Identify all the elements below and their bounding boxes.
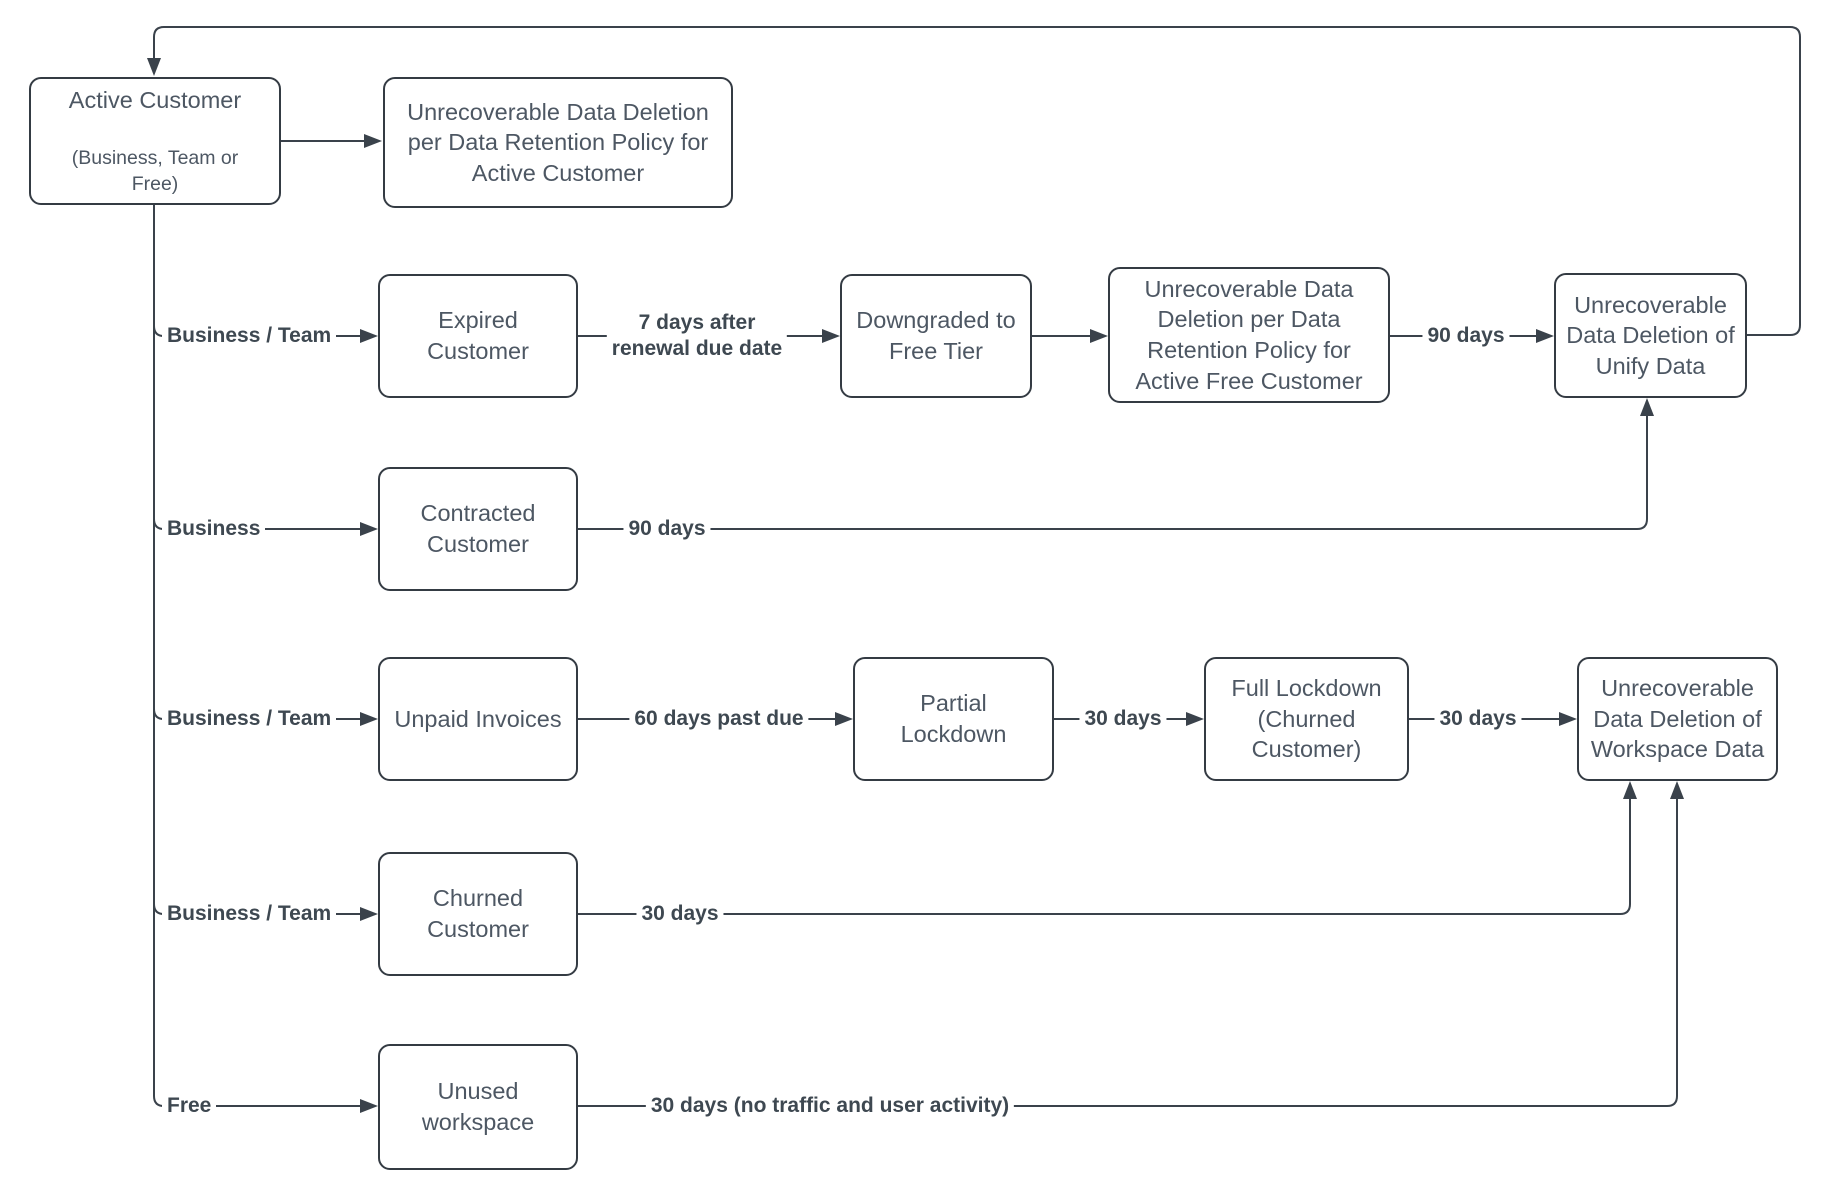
node-label: Full Lockdown (Churned Customer) bbox=[1231, 675, 1382, 763]
node-expired-customer: Expired Customer bbox=[378, 274, 578, 398]
edge-unify-deletion-to-active-loop bbox=[147, 26, 1801, 336]
node-label: Churned Customer bbox=[427, 885, 529, 942]
edge-unused-to-workspace bbox=[578, 781, 1684, 1107]
edge-label-branch-unused: Free bbox=[162, 1091, 217, 1121]
node-label: Unrecoverable Data Deletion of Workspace… bbox=[1590, 675, 1765, 763]
edge-label-partial-to-full: 30 days bbox=[1079, 704, 1167, 734]
edge-label-branch-churned: Business / Team bbox=[162, 899, 337, 929]
node-full-lockdown: Full Lockdown (Churned Customer) bbox=[1204, 657, 1409, 781]
edge-label-branch-contracted: Business bbox=[162, 514, 266, 544]
node-active-customer-subtitle: (Business, Team or Free) bbox=[71, 147, 239, 195]
node-deletion-active-customer: Unrecoverable Data Deletion per Data Ret… bbox=[383, 77, 733, 208]
edge-label-branch-unpaid: Business / Team bbox=[162, 704, 337, 734]
node-label: Downgraded to Free Tier bbox=[856, 307, 1016, 364]
node-label: Unrecoverable Data Deletion of Unify Dat… bbox=[1566, 291, 1735, 379]
node-active-customer-title: Active Customer bbox=[68, 87, 242, 114]
edge-label-branch-expired: Business / Team bbox=[162, 321, 337, 351]
node-deletion-active-free-customer: Unrecoverable Data Deletion per Data Ret… bbox=[1108, 267, 1390, 403]
edge-label-unused-to-workspace: 30 days (no traffic and user activity) bbox=[645, 1091, 1015, 1121]
edge-label-expired-to-downgraded: 7 days after renewal due date bbox=[606, 308, 788, 364]
edge-churned-to-workspace bbox=[578, 781, 1637, 915]
node-unused-workspace: Unused workspace bbox=[378, 1044, 578, 1170]
node-label: Unrecoverable Data Deletion per Data Ret… bbox=[1135, 275, 1363, 394]
node-downgraded-free-tier: Downgraded to Free Tier bbox=[840, 274, 1032, 398]
edge-downgraded-to-deletion-free bbox=[1032, 329, 1108, 343]
node-label: Partial Lockdown bbox=[900, 690, 1007, 747]
node-label: Expired Customer bbox=[427, 307, 529, 364]
edge-label-churned-to-workspace: 30 days bbox=[636, 899, 724, 929]
edge-label-unpaid-to-partial: 60 days past due bbox=[629, 704, 809, 734]
edge-label-full-to-workspace: 30 days bbox=[1434, 704, 1522, 734]
node-label: Unrecoverable Data Deletion per Data Ret… bbox=[407, 98, 709, 186]
edge-active-to-deletion-active bbox=[280, 134, 382, 148]
node-unify-data-deletion: Unrecoverable Data Deletion of Unify Dat… bbox=[1554, 273, 1747, 398]
node-label: Unpaid Invoices bbox=[394, 705, 562, 732]
node-workspace-data-deletion: Unrecoverable Data Deletion of Workspace… bbox=[1577, 657, 1778, 781]
node-label: Contracted Customer bbox=[420, 500, 536, 557]
node-partial-lockdown: Partial Lockdown bbox=[853, 657, 1054, 781]
edge-label-deletion-free-to-unify: 90 days bbox=[1422, 321, 1510, 351]
node-label: Unused workspace bbox=[421, 1078, 535, 1135]
edge-label-contracted-to-unify: 90 days bbox=[623, 514, 711, 544]
node-churned-customer: Churned Customer bbox=[378, 852, 578, 976]
node-contracted-customer: Contracted Customer bbox=[378, 467, 578, 591]
edge-contracted-to-unify bbox=[578, 398, 1654, 530]
node-active-customer: Active Customer (Business, Team or Free) bbox=[29, 77, 281, 205]
node-unpaid-invoices: Unpaid Invoices bbox=[378, 657, 578, 781]
